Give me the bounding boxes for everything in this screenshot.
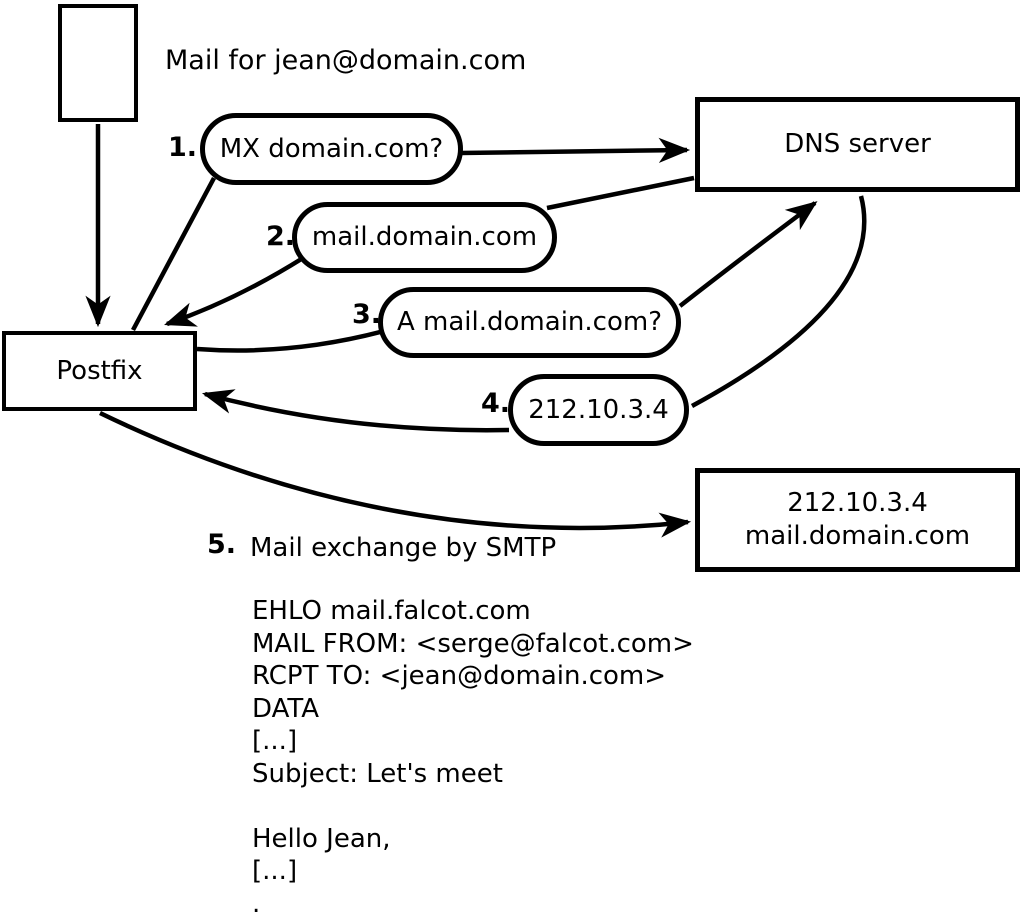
step4-answer-pill: 212.10.3.4	[508, 374, 689, 446]
arrow-postfix-to-mta-smtp	[99, 410, 692, 538]
dns-server-node: DNS server	[695, 97, 1020, 192]
line-postfix-to-query3	[196, 327, 389, 353]
line-dns-to-answer2	[546, 175, 695, 211]
step4-number: 4.	[481, 388, 511, 419]
arrow-query1-to-dns	[459, 137, 691, 163]
arrow-query3-to-dns	[678, 201, 818, 308]
smtp-session-transcript: EHLO mail.falcot.com MAIL FROM: <serge@f…	[252, 596, 694, 919]
step2-number: 2.	[266, 221, 296, 252]
step3-query-pill: A mail.domain.com?	[378, 287, 681, 358]
step5-label: Mail exchange by SMTP	[250, 533, 557, 563]
postfix-node: Postfix	[2, 331, 197, 411]
mta-server-node: 212.10.3.4 mail.domain.com	[695, 468, 1020, 572]
step1-number: 1.	[168, 132, 198, 163]
arrow-answer2-to-postfix	[164, 256, 305, 327]
mail-message-icon	[58, 4, 138, 122]
step3-number: 3.	[352, 299, 382, 330]
step5-number: 5.	[207, 529, 237, 560]
line-postfix-to-query1	[131, 176, 216, 332]
diagram-title: Mail for jean@domain.com	[165, 45, 527, 76]
step2-answer-pill: mail.domain.com	[292, 202, 557, 273]
step1-query-pill: MX domain.com?	[200, 113, 463, 185]
arrow-answer4-to-postfix	[201, 389, 510, 433]
line-dns-to-answer4	[690, 195, 867, 408]
